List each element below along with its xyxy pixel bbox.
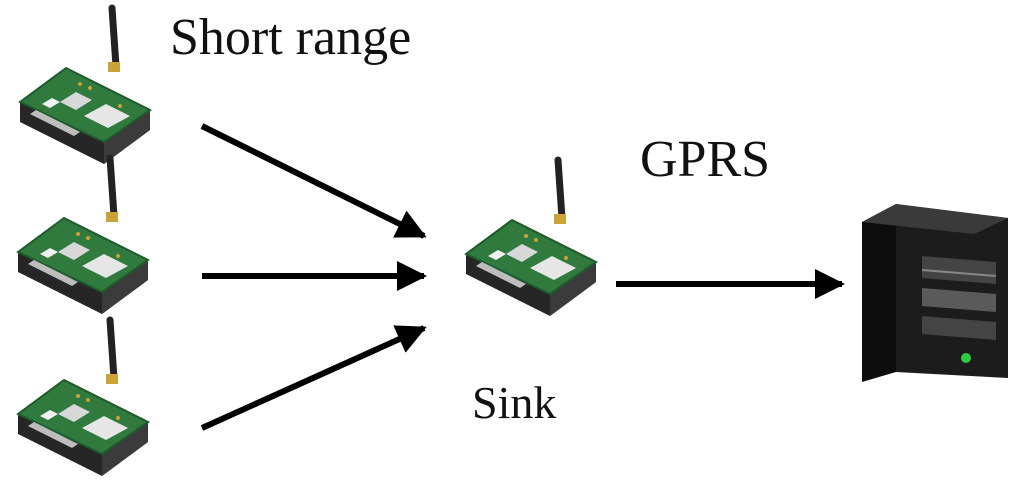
server-tower-icon — [862, 204, 1008, 382]
sensor-node-3 — [18, 320, 148, 476]
sink-label: Sink — [472, 377, 557, 428]
gprs-label: GPRS — [640, 131, 771, 188]
arrow-sensor1-to-sink — [200, 123, 427, 239]
short-range-label: Short range — [170, 9, 412, 66]
sensor-node-1 — [20, 8, 150, 164]
arrow-sensor3-to-sink — [200, 325, 427, 431]
sensor-node-2 — [18, 158, 148, 314]
sink-node — [466, 160, 596, 316]
